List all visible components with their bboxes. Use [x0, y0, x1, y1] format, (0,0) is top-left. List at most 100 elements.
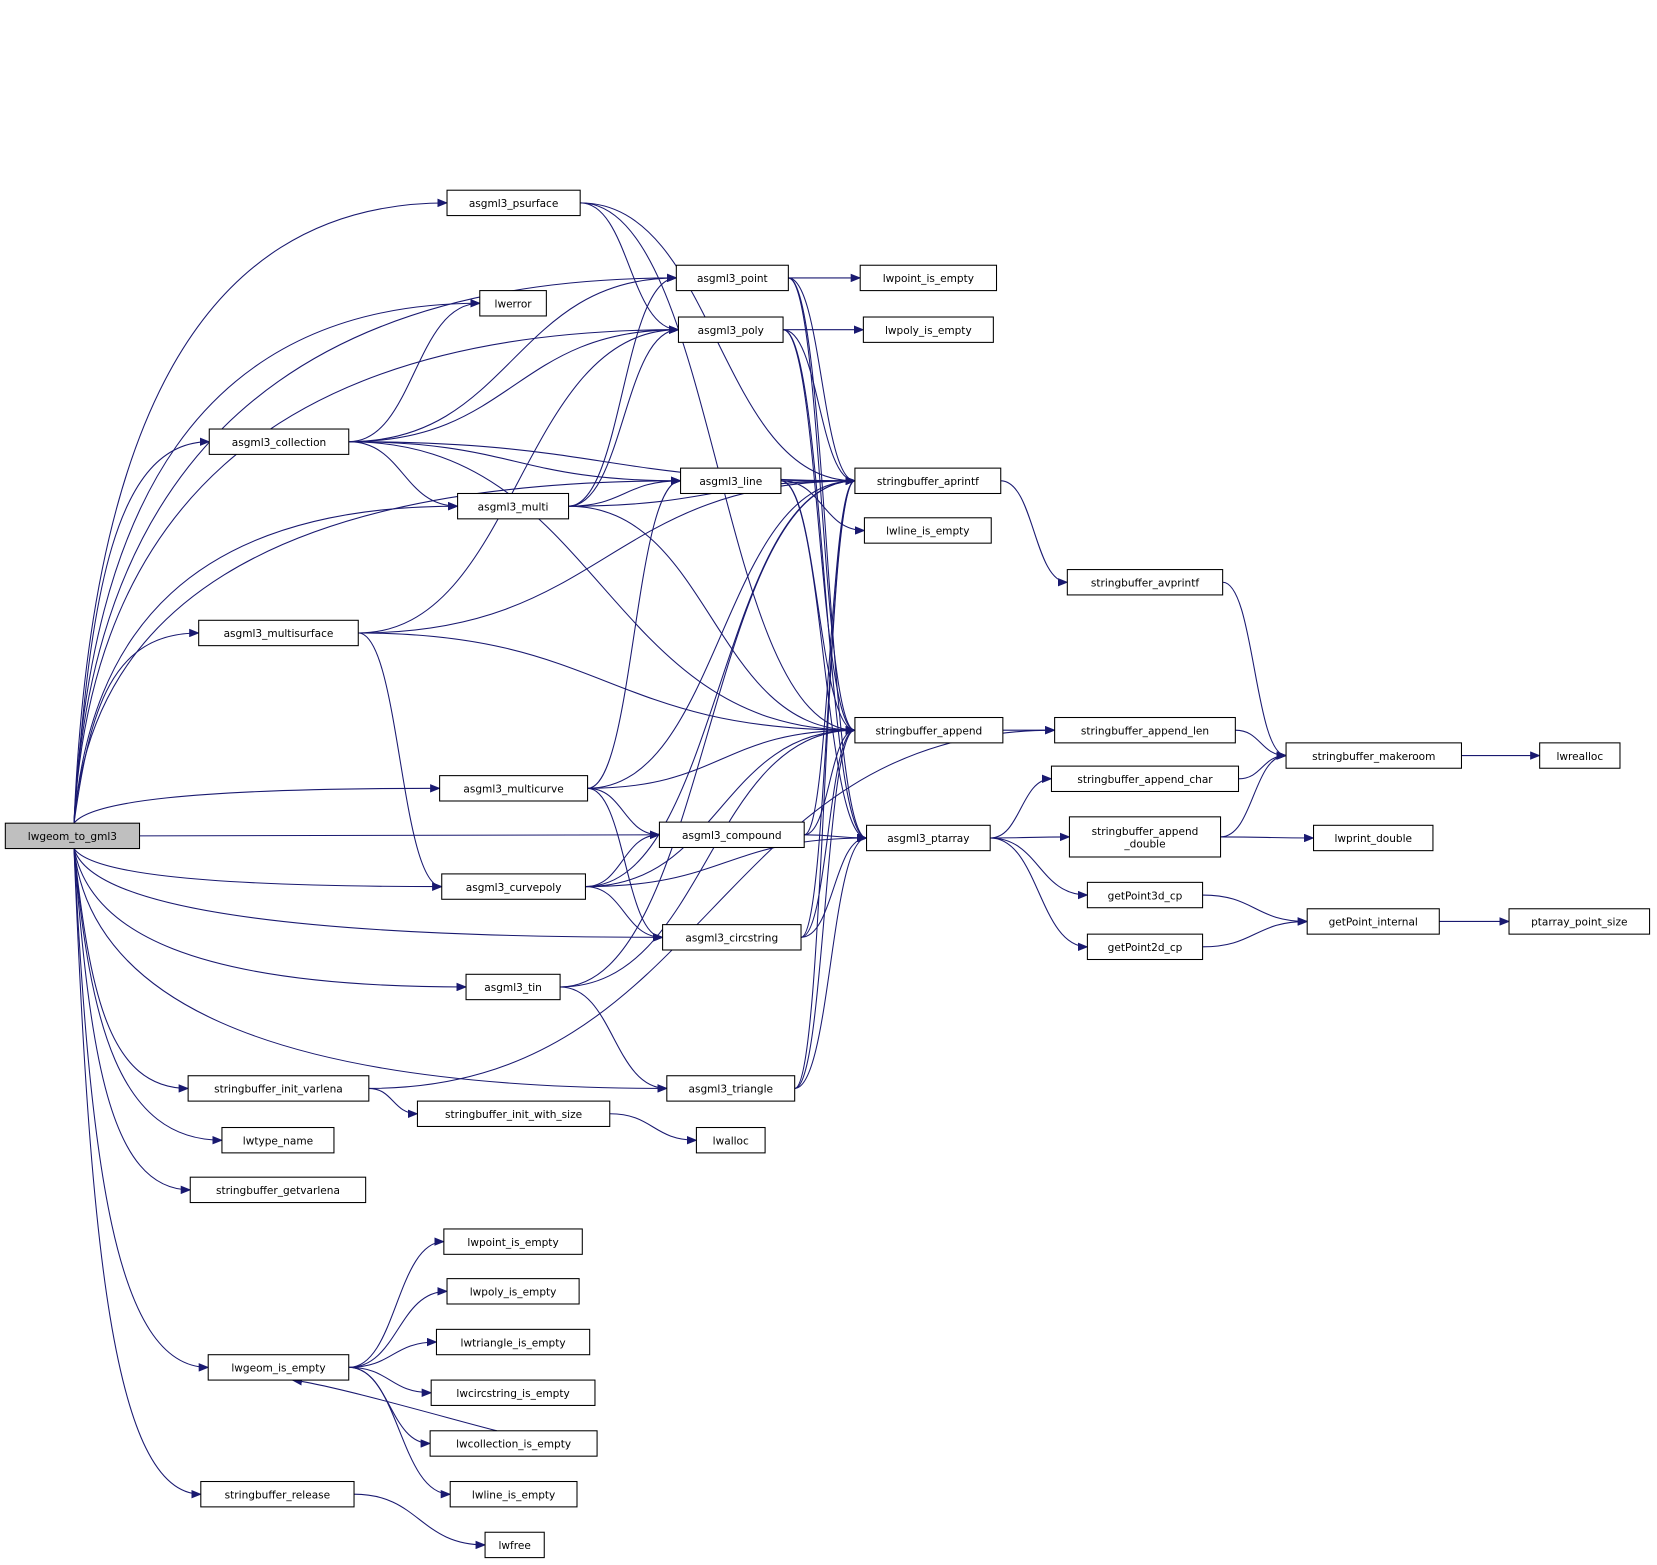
node-label: getPoint2d_cp [1108, 942, 1183, 954]
edge-lwgeom-to-gml3-to-asgml3-tin [73, 848, 468, 992]
node-box [449, 1480, 578, 1508]
edge-asgml3-curvepoly-to-asgml3-ptarray [585, 833, 868, 888]
node-box [484, 1531, 545, 1559]
node-stringbuffer-avprintf[interactable]: stringbuffer_avprintf [1066, 569, 1224, 596]
node-box [187, 1075, 370, 1102]
node-lwrealloc[interactable]: lwrealloc [1539, 742, 1621, 769]
node-lwprint-double[interactable]: lwprint_double [1313, 824, 1434, 852]
node-label: lwcollection_is_empty [456, 1439, 571, 1451]
node-lwtype-name[interactable]: lwtype_name [221, 1126, 335, 1154]
edge-asgml3-multicurve-to-asgml3-line [587, 476, 682, 789]
node-getpoint3d-cp[interactable]: getPoint3d_cp [1086, 881, 1204, 909]
node-stringbuffer-append-len[interactable]: stringbuffer_append_len [1054, 716, 1236, 744]
node-label: asgml3_line [699, 476, 762, 488]
node-lwgeom-to-gml3[interactable]: lwgeom_to_gml3 [4, 822, 141, 850]
node-lwpoly-is-empty[interactable]: lwpoly_is_empty [862, 316, 994, 343]
edge-asgml3-multi-to-asgml3-poly [568, 325, 680, 507]
node-stringbuffer-aprintf[interactable]: stringbuffer_aprintf [854, 467, 1002, 495]
node-asgml3-tin[interactable]: asgml3_tin [465, 973, 561, 1001]
node-box [435, 1328, 591, 1356]
node-lwpoly-is-empty-2[interactable]: lwpoly_is_empty [446, 1278, 580, 1305]
node-asgml3-circstring[interactable]: asgml3_circstring [662, 924, 802, 951]
edge-asgml3-multisurface-to-asgml3-poly [358, 325, 680, 634]
node-box [416, 1100, 611, 1127]
edge-asgml3-circstring-to-stringbuffer-append [800, 726, 856, 938]
node-label: lwgeom_is_empty [231, 1363, 325, 1375]
node-lwpoint-is-empty-2[interactable]: lwpoint_is_empty [443, 1228, 583, 1255]
edge-lwgeom-to-gml3-to-asgml3-multisurface [73, 628, 200, 824]
node-label: stringbuffer_append_len [1081, 725, 1209, 737]
node-asgml3-line[interactable]: asgml3_line [680, 467, 782, 495]
node-asgml3-multi[interactable]: asgml3_multi [457, 492, 570, 520]
node-box [457, 492, 570, 520]
node-lwalloc[interactable]: lwalloc [695, 1126, 766, 1154]
node-stringbuffer-append[interactable]: stringbuffer_append [854, 716, 1004, 744]
node-box [675, 264, 789, 292]
node-getpoint2d-cp[interactable]: getPoint2d_cp [1086, 933, 1204, 961]
edge-lwgeom-to-gml3-to-asgml3-line [73, 476, 682, 824]
edge-asgml3-collection-to-lwerror [348, 299, 481, 443]
edge-lwgeom-to-gml3-to-asgml3-point [73, 273, 678, 824]
node-lwline-is-empty-2[interactable]: lwline_is_empty [449, 1480, 578, 1508]
node-lwline-is-empty[interactable]: lwline_is_empty [863, 517, 992, 544]
node-ptarray-point-size[interactable]: ptarray_point_size [1508, 908, 1651, 935]
edge-asgml3-multicurve-to-asgml3-circstring [587, 787, 664, 942]
node-label: lwgeom_to_gml3 [28, 831, 117, 843]
node-asgml3-poly[interactable]: asgml3_poly [677, 316, 784, 343]
node-label: stringbuffer_append_char [1077, 774, 1213, 786]
node-asgml3-triangle[interactable]: asgml3_triangle [666, 1075, 796, 1102]
edge-asgml3-multicurve-to-stringbuffer-aprintf [587, 476, 856, 789]
node-box [221, 1126, 335, 1154]
node-asgml3-psurface[interactable]: asgml3_psurface [446, 189, 581, 217]
node-asgml3-compound[interactable]: asgml3_compound [658, 821, 805, 849]
node-stringbuffer-init-varlena[interactable]: stringbuffer_init_varlena [187, 1075, 370, 1102]
node-lwcircstring-is-empty[interactable]: lwcircstring_is_empty [430, 1379, 596, 1406]
edge-asgml3-point-to-asgml3-ptarray [788, 277, 868, 843]
node-lwpoint-is-empty[interactable]: lwpoint_is_empty [859, 264, 998, 292]
node-asgml3-curvepoly[interactable]: asgml3_curvepoly [441, 873, 586, 900]
edge-asgml3-line-to-asgml3-ptarray [780, 480, 868, 843]
node-box [1285, 742, 1463, 769]
edge-lwgeom-to-gml3-to-asgml3-triangle [73, 848, 668, 1093]
node-lwerror[interactable]: lwerror [479, 290, 547, 317]
node-label: stringbuffer_append [876, 725, 983, 737]
node-asgml3-multicurve[interactable]: asgml3_multicurve [439, 775, 589, 802]
node-asgml3-collection[interactable]: asgml3_collection [208, 428, 350, 455]
edge-getpoint3d-cp-to-getpoint-internal [1202, 894, 1309, 926]
node-label: asgml3_multicurve [463, 784, 563, 796]
node-asgml3-ptarray[interactable]: asgml3_ptarray [866, 824, 991, 852]
node-box [658, 821, 805, 849]
node-lwgeom-is-empty[interactable]: lwgeom_is_empty [207, 1354, 350, 1381]
node-stringbuffer-release[interactable]: stringbuffer_release [200, 1480, 355, 1508]
node-asgml3-point[interactable]: asgml3_point [675, 264, 789, 292]
node-label: lwtype_name [243, 1135, 313, 1147]
node-stringbuffer-getvarlena[interactable]: stringbuffer_getvarlena [189, 1176, 367, 1204]
node-getpoint-internal[interactable]: getPoint_internal [1306, 908, 1440, 935]
node-box [198, 619, 359, 647]
edge-asgml3-collection-to-stringbuffer-append [348, 441, 856, 735]
edge-lwgeom-is-empty-to-lwcollection-is-empty [348, 1366, 432, 1448]
node-stringbuffer-init-with-size[interactable]: stringbuffer_init_with_size [416, 1100, 611, 1127]
edge-lwgeom-to-gml3-to-asgml3-multi [73, 501, 459, 824]
node-asgml3-multisurface[interactable]: asgml3_multisurface [198, 619, 359, 647]
node-stringbuffer-makeroom[interactable]: stringbuffer_makeroom [1285, 742, 1463, 769]
edge-asgml3-point-to-stringbuffer-aprintf [788, 277, 856, 485]
node-box [1086, 933, 1204, 961]
node-lwtriangle-is-empty[interactable]: lwtriangle_is_empty [435, 1328, 591, 1356]
node-stringbuffer-append-char[interactable]: stringbuffer_append_char [1050, 765, 1240, 793]
edge-getpoint2d-cp-to-getpoint-internal [1202, 917, 1309, 948]
edge-asgml3-psurface-to-stringbuffer-append [580, 202, 856, 735]
node-stringbuffer-append-double[interactable]: stringbuffer_append_double [1068, 816, 1222, 858]
edge-asgml3-triangle-to-asgml3-ptarray [794, 833, 868, 1089]
node-lwcollection-is-empty[interactable]: lwcollection_is_empty [429, 1430, 598, 1457]
node-label: asgml3_multisurface [224, 628, 334, 640]
node-lwfree[interactable]: lwfree [484, 1531, 545, 1559]
node-label: asgml3_curvepoly [466, 882, 562, 894]
node-box [1539, 742, 1621, 769]
edge-lwgeom-to-gml3-to-lwerror [73, 299, 481, 824]
node-box [1313, 824, 1434, 852]
node-box [441, 873, 586, 900]
node-box [680, 467, 782, 495]
edge-asgml3-tin-to-asgml3-triangle [560, 986, 668, 1093]
edge-lwgeom-is-empty-to-lwcircstring-is-empty [348, 1366, 433, 1397]
